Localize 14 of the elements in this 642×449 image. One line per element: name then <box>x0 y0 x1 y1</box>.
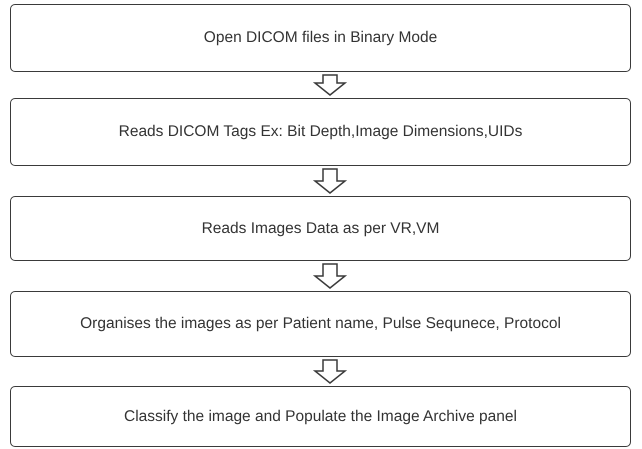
block-arrow <box>312 74 348 96</box>
process-box <box>10 386 631 447</box>
step-text: Open DICOM files in Binary Mode <box>202 28 438 48</box>
block-arrow <box>312 263 348 289</box>
process-box <box>10 98 631 166</box>
step-text: Organises the images as per Patient name, Pulse Sequnece, Protocol <box>79 314 562 334</box>
step-text: Reads DICOM Tags Ex: Bit Depth,Image Dimensions,UIDs <box>118 122 524 142</box>
step-text: Classify the image and Populate the Image Archive panel <box>123 406 518 426</box>
process-box <box>10 196 631 261</box>
block-arrow <box>312 359 348 384</box>
process-box <box>10 291 631 357</box>
process-box <box>10 4 631 72</box>
step-text: Reads Images Data as per VR,VM <box>200 218 440 238</box>
block-arrow <box>312 168 348 194</box>
